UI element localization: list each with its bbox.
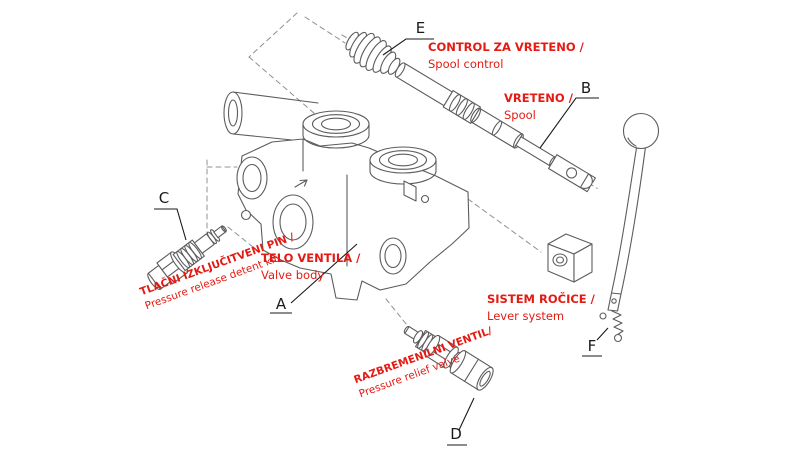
part-label-spool-sl: VRETENO /: [504, 91, 573, 105]
spool-drawing: [394, 62, 596, 193]
part-letter-B: B: [580, 79, 592, 97]
spool-and-control-drawing: [341, 31, 598, 193]
part-label-spool-control-sl: CONTROL ZA VRETENO /: [428, 40, 584, 54]
detent-pin-drawing: [147, 225, 227, 291]
leader-F: [596, 327, 609, 341]
leader-D: [458, 397, 475, 431]
part-label-spool-control: CONTROL ZA VRETENO / Spool control: [428, 39, 584, 72]
valve-body-drawing: [223, 91, 470, 301]
leader-A: [290, 243, 358, 304]
part-label-valve-body-sl: TELO VENTILA /: [261, 251, 361, 265]
part-label-spool-en: Spool: [504, 107, 536, 122]
part-letter-A: A: [275, 295, 287, 313]
pressure-relief-valve-drawing: [403, 325, 494, 391]
part-label-lever-system-sl: SISTEM ROČICE /: [487, 292, 595, 306]
part-letter-C: C: [158, 189, 170, 207]
part-letter-F: F: [587, 337, 597, 355]
leader-B: [539, 97, 599, 149]
leader-C: [154, 208, 187, 241]
assembly-dashed-lines: [206, 12, 542, 331]
part-label-spool: VRETENO / Spool: [504, 90, 573, 123]
leader-lines: [154, 38, 609, 446]
part-label-valve-body: TELO VENTILA / Valve body: [261, 250, 360, 283]
part-label-spool-control-en: Spool control: [428, 56, 504, 71]
part-label-valve-body-en: Valve body: [261, 267, 325, 282]
part-label-lever-system: SISTEM ROČICE / Lever system: [487, 291, 595, 324]
part-label-lever-system-en: Lever system: [487, 308, 565, 323]
leader-E: [382, 38, 434, 56]
lever-system-drawing: [547, 112, 660, 343]
lever-ball-knob: [622, 112, 660, 150]
detent-ball-drawing: [240, 209, 252, 221]
part-letter-E: E: [415, 19, 426, 37]
part-letter-D: D: [450, 425, 462, 443]
